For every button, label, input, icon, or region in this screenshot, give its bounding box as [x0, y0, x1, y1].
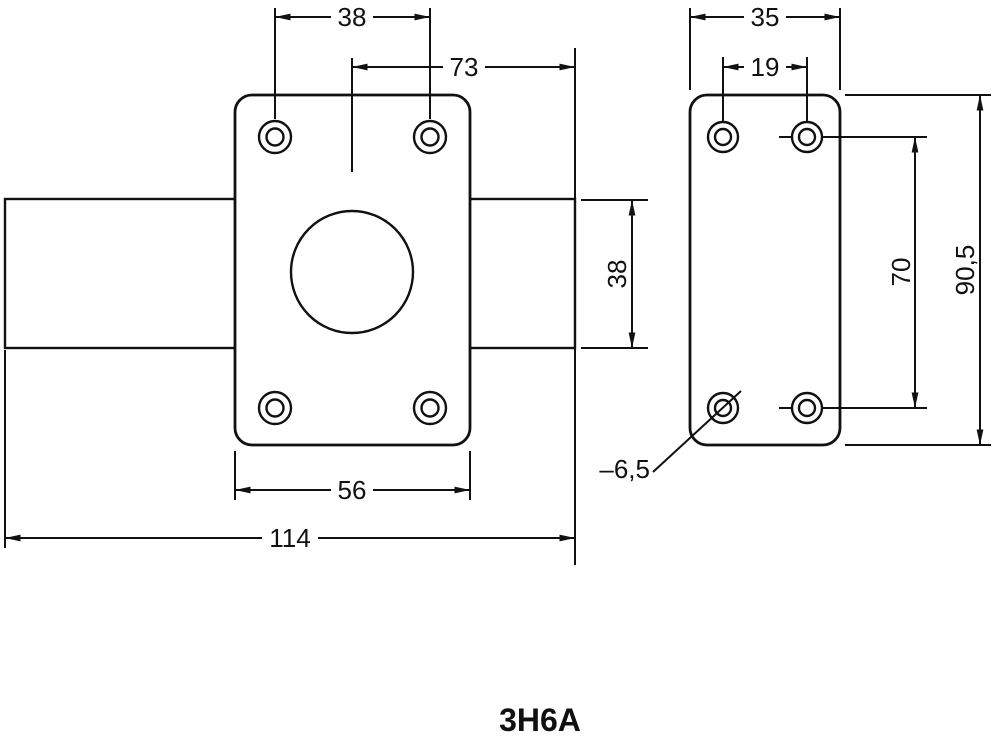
screw-hole-top-left: [257, 119, 293, 155]
screw-hole-inner: [797, 127, 817, 147]
screw-hole-bottom-right: [412, 390, 448, 426]
dimension-annotations: 38 73 38 56 114 35 19 70 90,5 –6,5: [4, 2, 991, 565]
dim-label-plate-width: 35: [751, 2, 780, 32]
side-view: [688, 93, 927, 447]
dim-label-bolt-height: 38: [602, 260, 632, 289]
dim-label-body-width: 56: [338, 475, 367, 505]
screw-hole-bottom-right: [790, 391, 824, 425]
screw-hole-inner: [713, 127, 733, 147]
label-backing: [331, 476, 373, 504]
label-backing: [331, 3, 373, 31]
screw-hole-inner: [797, 398, 817, 418]
front-view: [3, 93, 577, 447]
screw-hole-inner: [420, 398, 440, 418]
screw-hole-top-left: [706, 120, 740, 154]
dim-label-plate-height: 90,5: [950, 245, 980, 296]
side-plate: [688, 93, 842, 447]
label-backing: [744, 3, 786, 31]
cylinder-hole: [289, 209, 415, 335]
label-backing: [262, 524, 318, 552]
drawing-title: 3H6A: [499, 702, 581, 738]
dim-label-hole-spacing-vertical: 70: [886, 258, 916, 287]
screw-hole-top-right: [790, 120, 824, 154]
leader-line-hole-diameter: [652, 390, 742, 473]
screw-hole-inner: [265, 127, 285, 147]
label-backing: [443, 53, 485, 81]
screw-hole-inner: [420, 127, 440, 147]
screw-hole-top-right: [412, 119, 448, 155]
label-backing: [744, 53, 786, 81]
screw-hole-inner: [265, 398, 285, 418]
dim-label-overall-length: 114: [269, 523, 310, 553]
dim-label-center-to-bolt-end: 73: [450, 52, 479, 82]
dim-label-hole-diameter: –6,5: [599, 454, 650, 484]
screw-hole-bottom-left: [257, 390, 293, 426]
dim-label-hole-spacing-top: 38: [338, 2, 367, 32]
dim-label-hole-spacing-horizontal: 19: [751, 52, 780, 82]
